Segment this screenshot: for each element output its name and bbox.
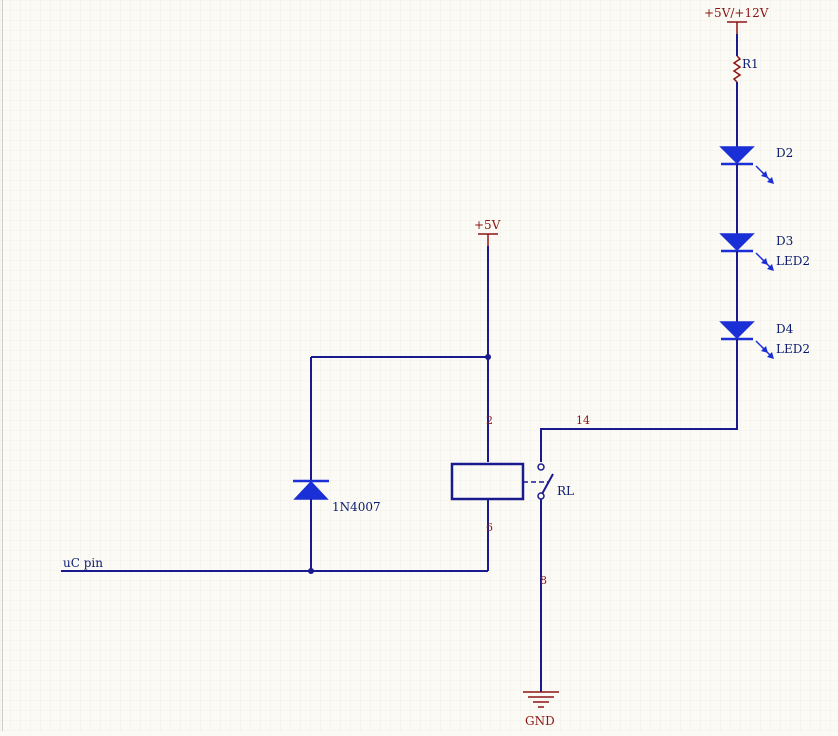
d3-designator: D3 [776, 234, 793, 248]
d3-value: LED2 [776, 254, 810, 268]
pin-2-label: 2 [486, 414, 493, 427]
gnd-symbol[interactable] [523, 691, 559, 708]
pin-8-label: 8 [540, 574, 547, 587]
r1-designator: R1 [742, 57, 759, 71]
vcc-power-port-top[interactable] [727, 21, 747, 34]
d2-designator: D2 [776, 146, 793, 160]
relay-designator: RL [557, 484, 574, 498]
junction-bottom [308, 568, 314, 574]
pin-6-label: 6 [486, 521, 493, 534]
wire-d4-relay-contact [540, 339, 738, 462]
gnd-label: GND [525, 714, 555, 728]
uc-pin-label: uC pin [63, 556, 103, 570]
diode-designator: 1N4007 [332, 500, 381, 514]
vcc-relay-label: +5V [474, 218, 501, 232]
vcc-power-port-relay[interactable] [478, 233, 498, 246]
led-d2[interactable] [719, 146, 774, 184]
d4-designator: D4 [776, 322, 794, 336]
d4-value: LED2 [776, 342, 810, 356]
pin-14-label: 14 [576, 414, 590, 427]
vcc-top-label: +5V/+12V [704, 6, 769, 20]
resistor-r1[interactable] [732, 55, 742, 83]
